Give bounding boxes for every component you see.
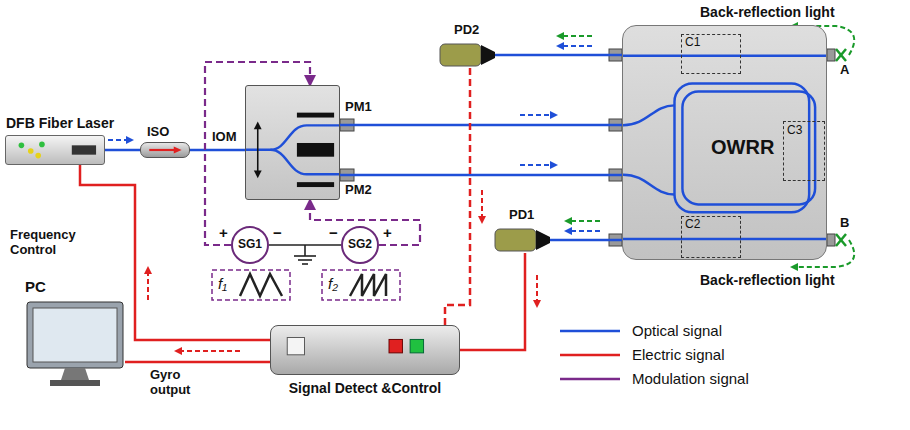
legend-samples bbox=[560, 331, 620, 379]
annotation-label: PM2 bbox=[345, 183, 372, 198]
annotation-label: + bbox=[219, 224, 228, 241]
legend-label: Modulation signal bbox=[632, 370, 749, 387]
connector bbox=[445, 68, 470, 325]
connector bbox=[340, 124, 622, 127]
connector bbox=[340, 174, 622, 177]
node-label: C3 bbox=[787, 124, 802, 138]
annotation-label: B bbox=[840, 216, 849, 231]
control-box: Signal Detect &Control bbox=[270, 325, 460, 375]
coupler-region: C2 bbox=[681, 216, 741, 258]
annotation-label: Back-reflection light bbox=[700, 4, 835, 20]
connector bbox=[190, 149, 245, 152]
isolator: ISO bbox=[140, 142, 190, 158]
node-label: PD2 bbox=[454, 23, 479, 38]
annotation-label: − bbox=[273, 224, 282, 241]
annotation-label: f₂ bbox=[328, 275, 338, 292]
connector bbox=[125, 361, 270, 364]
node-label: C1 bbox=[685, 36, 700, 50]
computer-shape bbox=[25, 300, 125, 390]
node-label: DFB Fiber Laser bbox=[6, 115, 114, 131]
connector bbox=[105, 149, 140, 152]
node-label: C2 bbox=[685, 218, 700, 232]
modulator-shape bbox=[246, 86, 339, 199]
annotation-label: Back-reflection light bbox=[700, 272, 835, 288]
photodetector-shape bbox=[495, 227, 550, 253]
annotation-label: PM1 bbox=[345, 100, 372, 115]
computer: PC bbox=[25, 300, 125, 390]
connector bbox=[460, 253, 525, 350]
control-box-shape bbox=[271, 326, 459, 374]
resonator-chip: OWRR C1C2 C3 bbox=[622, 25, 827, 260]
waveform-box bbox=[212, 270, 400, 300]
signal-generator: SG1 bbox=[231, 226, 269, 264]
node-label: IOM bbox=[212, 130, 237, 145]
legend-label: Optical signal bbox=[632, 322, 722, 339]
legend-label: Electric signal bbox=[632, 346, 725, 363]
photodetector: PD2 bbox=[440, 42, 495, 68]
isolator-shape bbox=[141, 143, 189, 157]
photodetector: PD1 bbox=[495, 227, 550, 253]
annotation-label: + bbox=[383, 224, 392, 241]
coupler-region: C1 bbox=[681, 34, 741, 74]
annotation-label: − bbox=[329, 224, 338, 241]
node-label: SG2 bbox=[343, 238, 377, 252]
connector bbox=[495, 54, 622, 57]
node-label: PD1 bbox=[509, 208, 534, 223]
connector bbox=[550, 239, 622, 242]
laser-box: DFB Fiber Laser bbox=[5, 135, 105, 165]
photodetector-shape bbox=[440, 42, 495, 68]
coupler-region: C3 bbox=[783, 121, 825, 181]
annotation-label: Gyro output bbox=[150, 368, 210, 398]
annotation-label: f₁ bbox=[218, 275, 227, 292]
modulator: IOM bbox=[245, 85, 340, 200]
annotation-label: Frequency Control bbox=[10, 228, 122, 258]
laser-box-shape bbox=[6, 136, 104, 164]
node-label: PC bbox=[25, 278, 46, 295]
node-label: SG1 bbox=[233, 238, 267, 252]
light-direction-arrows bbox=[108, 26, 854, 351]
ground-symbol bbox=[269, 245, 341, 264]
node-label: Signal Detect &Control bbox=[251, 380, 479, 396]
annotation-label: A bbox=[840, 63, 849, 78]
node-label: OWRR bbox=[711, 136, 774, 159]
node-label: ISO bbox=[147, 125, 169, 140]
signal-generator: SG2 bbox=[341, 226, 379, 264]
